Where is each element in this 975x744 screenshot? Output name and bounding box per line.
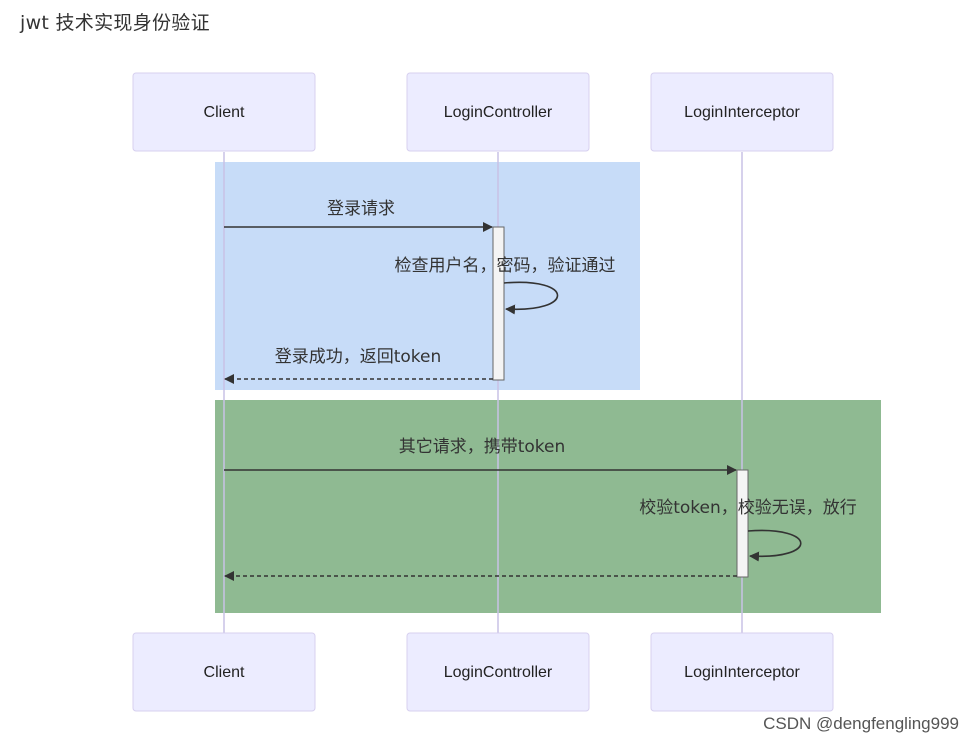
page-title: jwt 技术实现身份验证 <box>20 12 210 34</box>
actor-label: LoginController <box>444 104 553 121</box>
message-label-check-credentials: 检查用户名，密码，验证通过 <box>395 256 616 276</box>
login-block-background <box>215 162 640 390</box>
actor-login-interceptor-top: LoginInterceptor <box>650 72 834 152</box>
actor-login-controller-bottom: LoginController <box>406 632 590 712</box>
actor-label: LoginController <box>444 664 553 681</box>
login-interceptor-activation <box>736 469 749 578</box>
actor-client-top: Client <box>132 72 316 152</box>
message-arrow-validate-token <box>747 529 802 562</box>
message-label-login-success: 登录成功，返回token <box>275 347 442 367</box>
actor-login-controller-top: LoginController <box>406 72 590 152</box>
message-label-validate-token: 校验token，校验无误，放行 <box>639 498 857 518</box>
actor-label: Client <box>204 104 245 121</box>
actor-login-interceptor-bottom: LoginInterceptor <box>650 632 834 712</box>
watermark: CSDN @dengfengling999 <box>763 714 959 733</box>
message-arrow-check-credentials <box>503 281 559 315</box>
request-block-background <box>215 400 881 613</box>
actor-label: LoginInterceptor <box>684 664 800 681</box>
actor-label: LoginInterceptor <box>684 104 800 121</box>
actor-label: Client <box>204 664 245 681</box>
actor-client-bottom: Client <box>132 632 316 712</box>
login-controller-activation <box>492 226 505 381</box>
message-label-login-request: 登录请求 <box>327 199 395 219</box>
message-label-other-request: 其它请求，携带token <box>399 437 566 457</box>
